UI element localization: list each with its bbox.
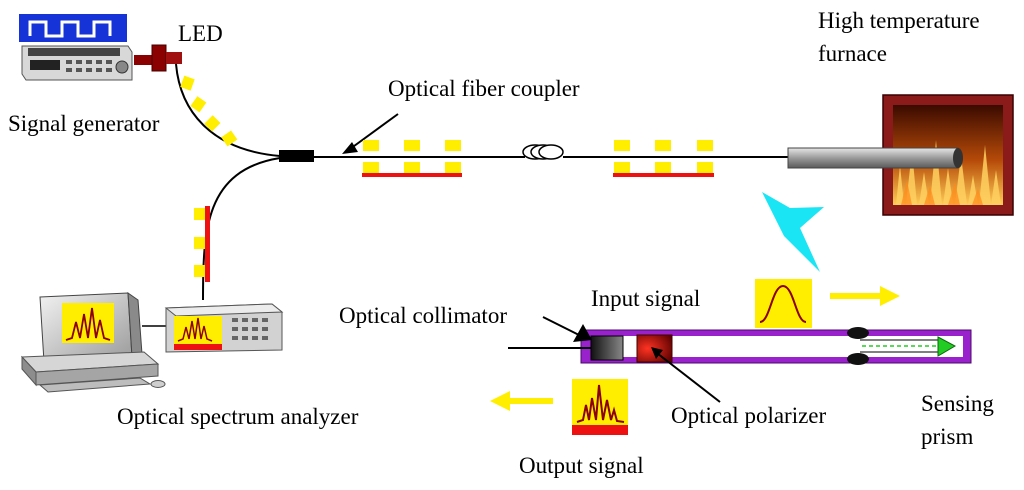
label-led: LED <box>178 21 223 46</box>
furnace-rod-tip <box>953 148 963 168</box>
label-optical-polarizer: Optical polarizer <box>671 403 827 428</box>
label-sensing-prism-line2: prism <box>921 424 974 449</box>
output-signal-arrow <box>490 391 553 411</box>
label-optical-spectrum-analyzer: Optical spectrum analyzer <box>117 404 359 429</box>
collimator-icon <box>590 335 624 361</box>
fiber-markers-analyzer <box>194 206 210 282</box>
led-icon <box>134 44 182 72</box>
label-signal-generator: Signal generator <box>8 111 160 136</box>
label-furnace-line1: High temperature <box>818 8 980 33</box>
fiber-markers-led <box>180 75 238 147</box>
fiber-markers-group-1 <box>362 140 462 177</box>
computer-icon <box>20 291 166 393</box>
focus-arrow-icon <box>762 192 824 272</box>
collimator-pointer-arrow <box>542 316 592 342</box>
coupler-pointer-arrow <box>342 113 399 154</box>
output-signal-icon <box>572 379 628 435</box>
fiber-markers-group-2 <box>613 140 714 177</box>
polarizer-pointer-arrow <box>651 347 721 403</box>
furnace-rod <box>787 147 959 169</box>
label-furnace-line2: furnace <box>818 41 887 66</box>
label-sensing-prism-line1: Sensing <box>921 391 994 416</box>
input-signal-arrow <box>830 286 900 306</box>
label-optical-collimator: Optical collimator <box>339 303 507 328</box>
signal-generator-icon <box>19 14 133 81</box>
fiber-loop-icon <box>522 144 564 160</box>
label-output-signal: Output signal <box>519 453 644 478</box>
label-input-signal: Input signal <box>591 286 700 311</box>
coupler-icon <box>279 150 314 162</box>
spectrum-analyzer-icon <box>164 303 284 353</box>
label-optical-fiber-coupler: Optical fiber coupler <box>388 76 580 101</box>
input-signal-icon <box>755 279 812 328</box>
